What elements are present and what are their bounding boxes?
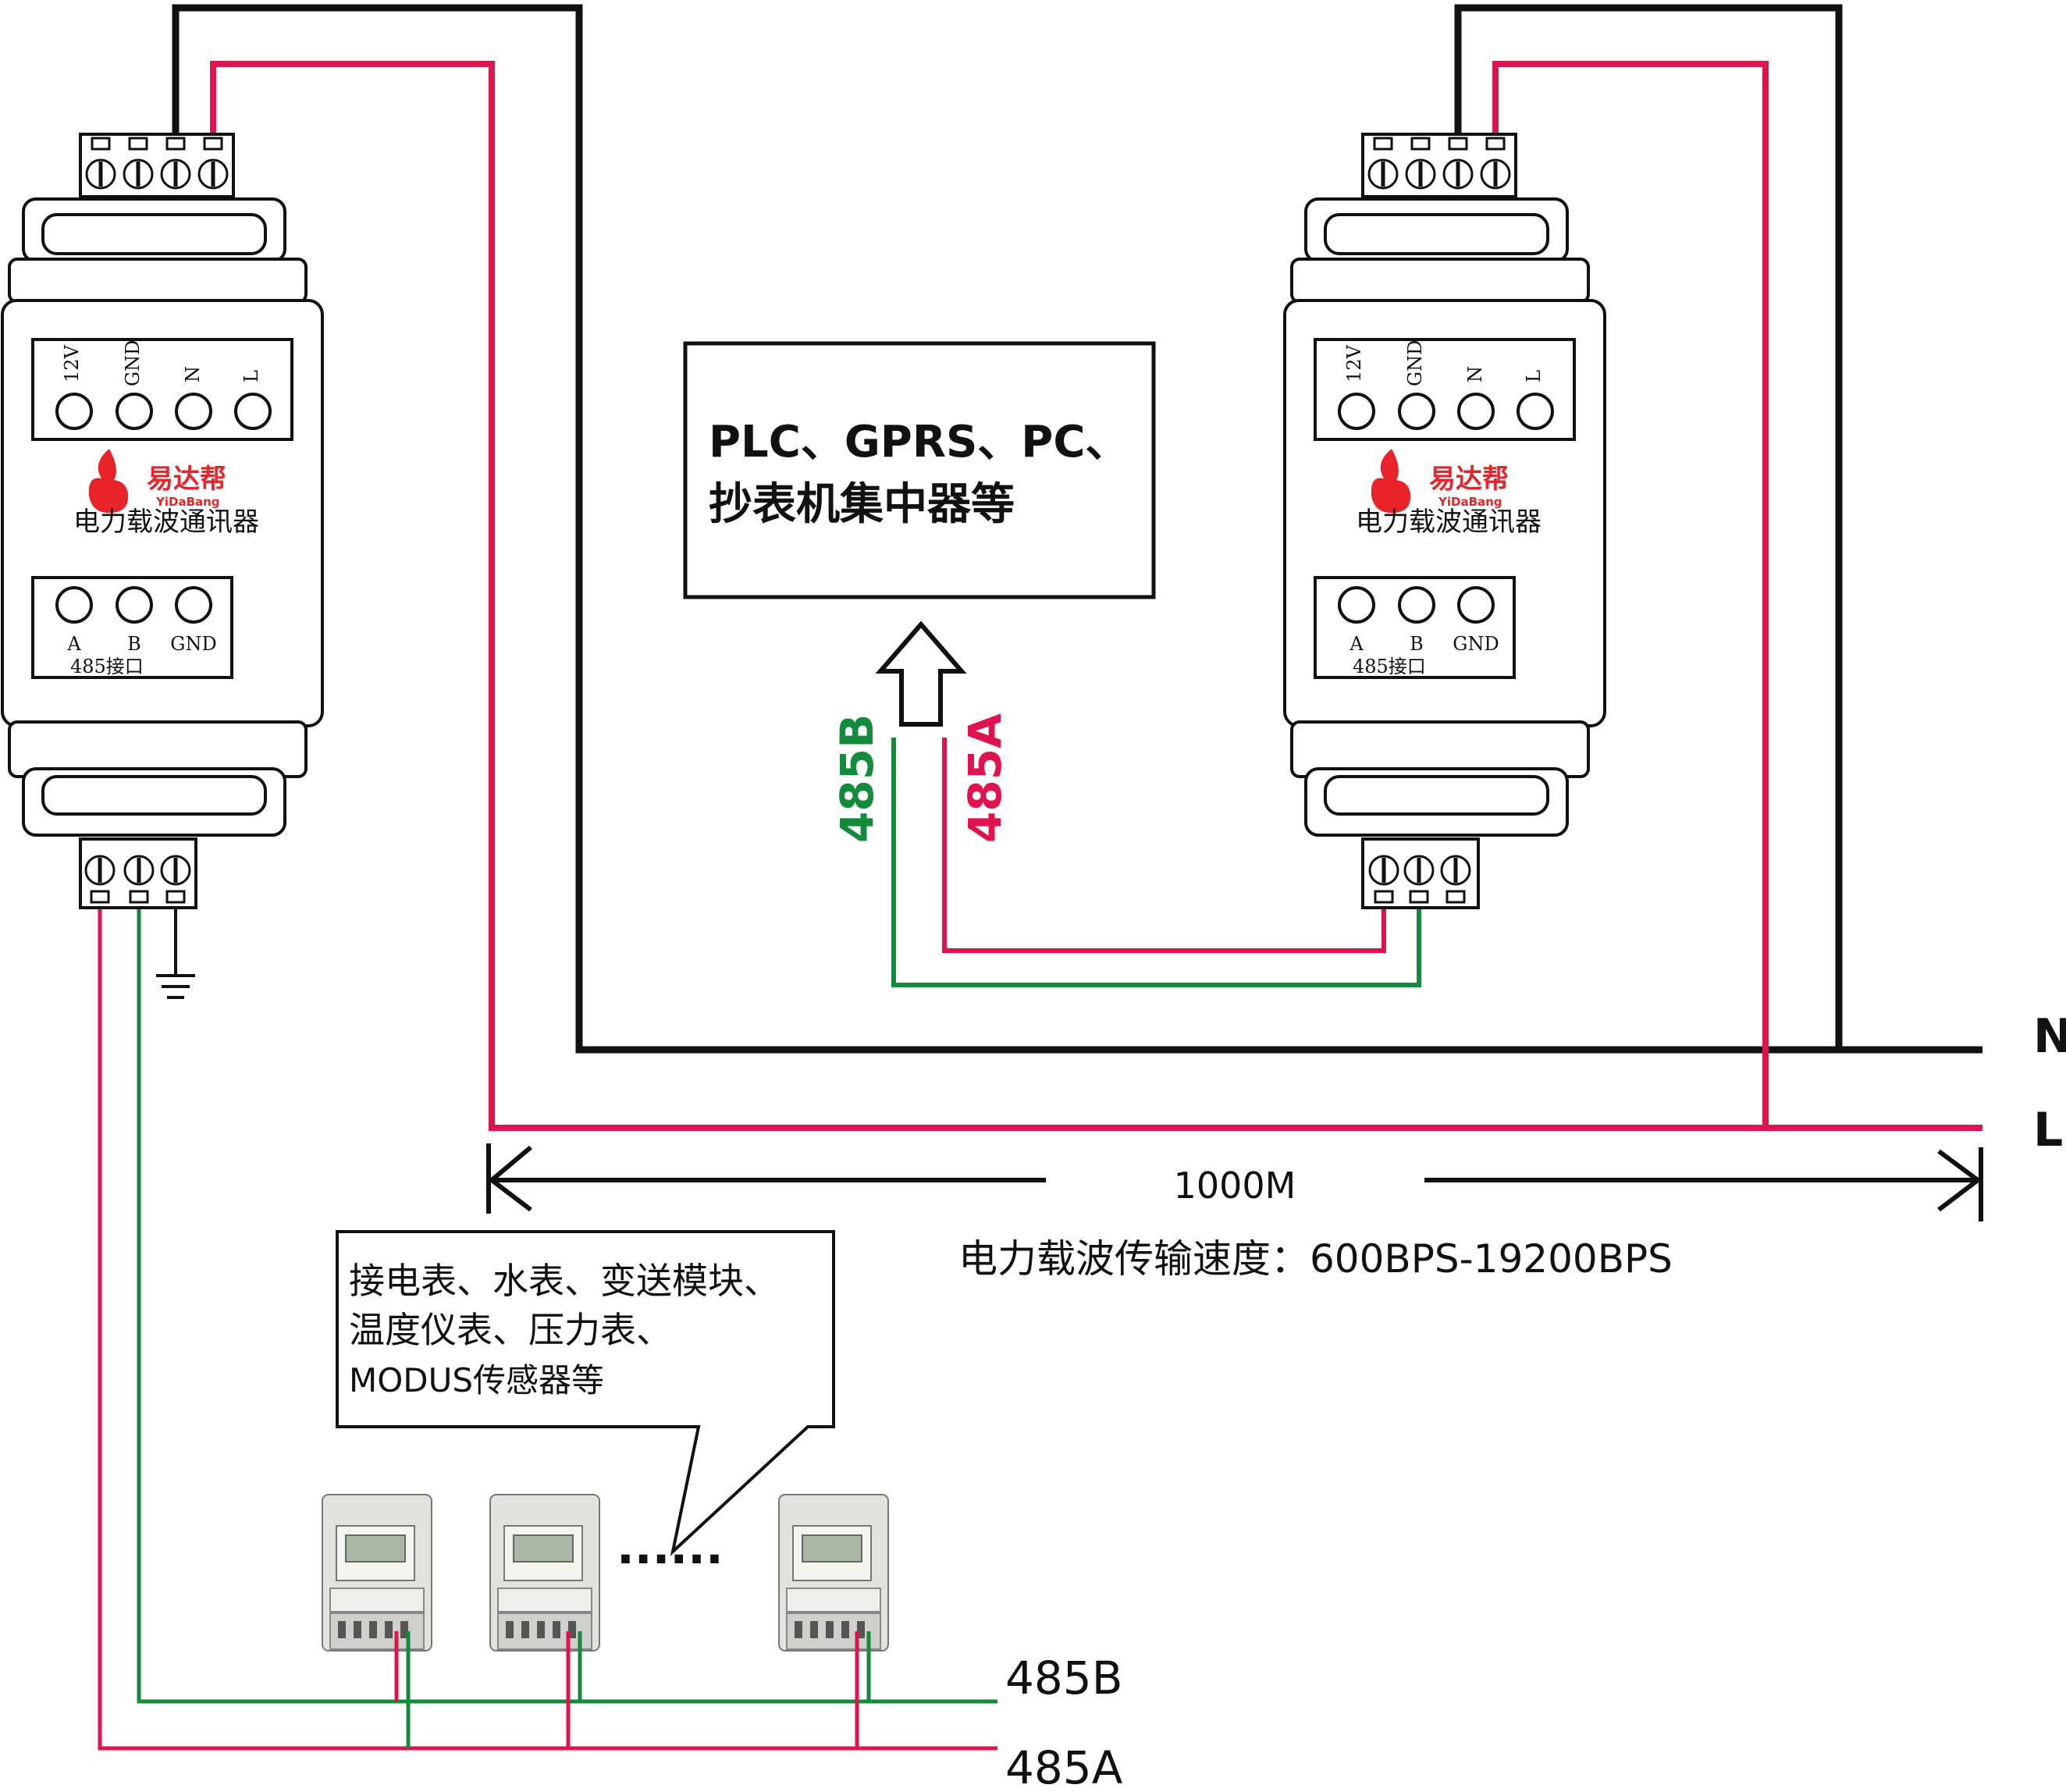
port-hole: [1338, 586, 1375, 624]
port-hole: [1398, 586, 1435, 624]
port-label-gnd: GND: [170, 633, 216, 655]
energy-meter-icon: [322, 1494, 432, 1748]
terminal-hole: [1457, 393, 1495, 430]
port-label-gnd: GND: [1453, 633, 1499, 655]
port-label-a: A: [1349, 633, 1364, 655]
top-terminal-block: [1361, 133, 1517, 198]
485a-bottom-label: 485A: [1005, 1741, 1123, 1792]
port-hole: [1457, 586, 1495, 624]
port-hole: [55, 586, 93, 624]
485a-wire-center: [942, 738, 1386, 953]
meter-ellipsis: ······: [617, 1532, 724, 1587]
brand-sub: YiDaBang: [155, 495, 220, 509]
ground-symbol: [156, 905, 195, 999]
top-terminal-block: [79, 133, 235, 198]
terminal-label-l: L: [240, 370, 262, 382]
left-module: 12V GND N L 易达帮 YiDaBang 电力载波通讯器 A B: [1, 133, 324, 909]
port-caption: 485接口: [70, 656, 144, 677]
meters-group: ······: [322, 1494, 889, 1748]
right-module: 12V GND N L 易达帮 YiDaBang 电力载波通讯器 A B GND: [1283, 133, 1606, 909]
callout-line-2: 温度仪表、压力表、: [349, 1309, 672, 1351]
terminal-label-gnd: GND: [122, 340, 144, 386]
terminal-hole: [1338, 393, 1375, 430]
brand-sub: YiDaBang: [1438, 495, 1502, 509]
brand-name: 易达帮: [1429, 464, 1509, 495]
flame-icon: [1371, 449, 1411, 514]
controller-box: [683, 341, 1156, 599]
product-name: 电力载波通讯器: [73, 507, 259, 538]
485a-bus-bottom: [98, 905, 997, 1751]
terminal-hole: [116, 393, 153, 430]
l-wire-left: [210, 61, 1982, 1131]
n-wire-left: [172, 4, 1982, 1054]
callout-line-1: 接电表、水表、变送模块、: [349, 1260, 780, 1302]
bottom-terminal-block: [79, 837, 197, 909]
terminal-hole: [1398, 393, 1435, 430]
port-hole: [175, 586, 212, 624]
flame-icon: [88, 449, 129, 514]
callout-line-3: MODUS传感器等: [349, 1361, 604, 1399]
l-wire-right: [1492, 61, 1769, 1128]
brand-logo: 易达帮 YiDaBang: [88, 449, 226, 514]
up-arrow-icon: [875, 620, 967, 727]
n-line-label: N: [2033, 1009, 2066, 1064]
n-wire-right: [1454, 4, 1843, 1050]
485b-vertical-label: 485B: [830, 714, 884, 843]
port-hole: [116, 586, 153, 624]
product-name: 电力载波通讯器: [1356, 507, 1541, 538]
terminal-label-12v: 12V: [61, 344, 83, 382]
terminal-hole: [1517, 393, 1554, 430]
terminal-label-gnd: GND: [1404, 340, 1426, 386]
l-line-label: L: [2033, 1103, 2063, 1157]
brand-logo: 易达帮 YiDaBang: [1371, 449, 1509, 514]
controller-line-1: PLC、GPRS、PC、: [709, 417, 1129, 468]
energy-meter-icon: [489, 1494, 600, 1748]
port-label-b: B: [127, 633, 141, 655]
terminal-hole: [55, 393, 93, 430]
port-caption: 485接口: [1353, 656, 1426, 677]
485b-bottom-label: 485B: [1005, 1652, 1123, 1705]
485b-bus-bottom: [137, 905, 997, 1704]
brand-name: 易达帮: [147, 464, 226, 495]
transmission-speed: 电力载波传输速度：600BPS-19200BPS: [958, 1236, 1673, 1282]
terminal-label-l: L: [1523, 370, 1545, 382]
distance-dimension: [486, 1143, 1983, 1221]
controller-line-2: 抄表机集中器等: [709, 479, 1015, 530]
485b-wire-center: [891, 738, 1421, 987]
energy-meter-icon: [778, 1494, 889, 1748]
distance-value: 1000M: [1174, 1164, 1296, 1207]
485a-vertical-label: 485A: [958, 713, 1012, 843]
bottom-terminal-block: [1361, 837, 1480, 909]
terminal-label-12v: 12V: [1343, 344, 1365, 382]
device-callout: [336, 1230, 835, 1556]
terminal-label-n: N: [1464, 366, 1486, 382]
terminal-hole: [234, 393, 272, 430]
port-label-a: A: [66, 633, 81, 655]
terminal-hole: [175, 393, 212, 430]
port-label-b: B: [1410, 633, 1424, 655]
terminal-label-n: N: [182, 366, 204, 382]
